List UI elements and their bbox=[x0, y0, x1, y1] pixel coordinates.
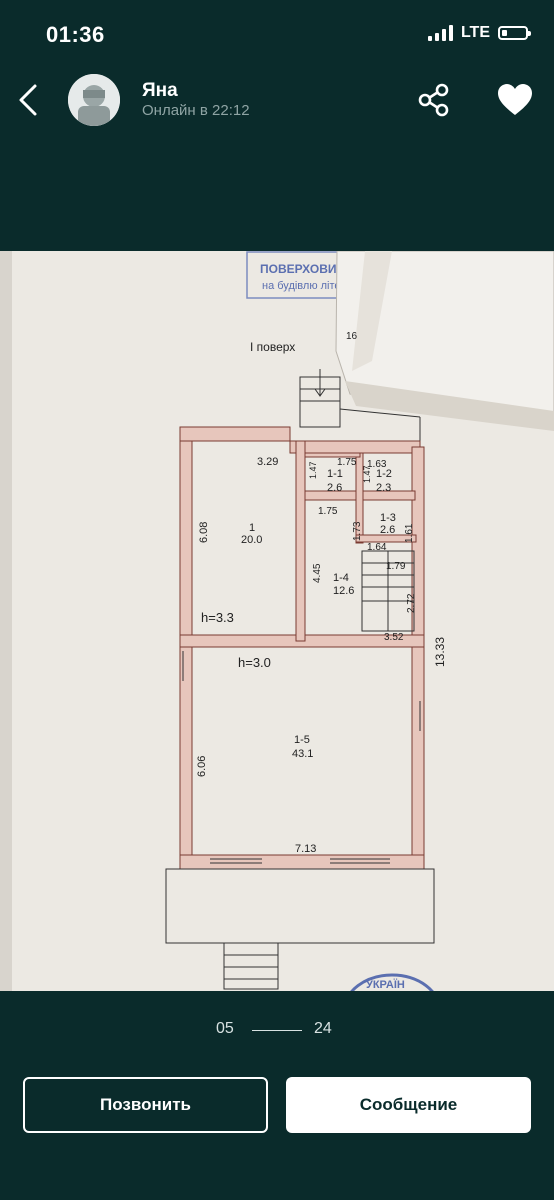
dim-1-61: 1.61 bbox=[404, 523, 415, 543]
favorite-button[interactable] bbox=[496, 82, 534, 118]
dim-1-73: 1.73 bbox=[352, 521, 363, 541]
dim-7-13: 7.13 bbox=[295, 843, 316, 855]
room-id-1-4: 1-4 bbox=[333, 572, 349, 584]
chevron-left-icon bbox=[19, 84, 37, 116]
height-1: h=3.3 bbox=[201, 610, 234, 625]
dim-4-45: 4.45 bbox=[312, 563, 323, 583]
dim-13-33: 13.33 bbox=[433, 637, 447, 667]
height-2: h=3.0 bbox=[238, 655, 271, 670]
stamp-text-1: ПОВЕРХОВИЙ bbox=[260, 261, 345, 276]
room-area-1-2: 2.3 bbox=[376, 482, 391, 494]
seller-name[interactable]: Яна bbox=[142, 80, 178, 101]
listing-photo[interactable]: ПОВЕРХОВИЙ на будівлю літер 16 I поверх bbox=[0, 251, 554, 991]
dim-2-72: 2.72 bbox=[406, 593, 417, 613]
dim-1-63: 1.63 bbox=[367, 459, 387, 470]
room-id-1-1: 1-1 bbox=[327, 468, 343, 480]
dim-3-29: 3.29 bbox=[257, 456, 278, 468]
photo-pager: 05 24 bbox=[0, 1020, 554, 1044]
dim-1-64: 1.64 bbox=[367, 542, 387, 553]
room-id-1-2: 1-2 bbox=[376, 468, 392, 480]
stamp-number: 16 bbox=[346, 331, 358, 342]
room-id-1-3: 1-3 bbox=[380, 512, 396, 524]
call-button[interactable]: Позвонить bbox=[23, 1077, 268, 1133]
pager-total: 24 bbox=[314, 1020, 332, 1037]
status-indicators: LTE bbox=[427, 24, 531, 42]
floor-plan-image: ПОВЕРХОВИЙ на будівлю літер 16 I поверх bbox=[0, 251, 554, 991]
room-area-1-5: 43.1 bbox=[292, 748, 313, 760]
share-button[interactable] bbox=[416, 82, 452, 118]
room-area-1-3: 2.6 bbox=[380, 524, 395, 536]
status-bar: 01:36 LTE bbox=[0, 0, 554, 70]
floor-label: I поверх bbox=[250, 340, 295, 354]
room-id-1: 1 bbox=[249, 522, 255, 534]
seller-avatar[interactable] bbox=[68, 74, 120, 126]
listing-header: Яна Онлайн в 22:12 bbox=[0, 70, 554, 130]
battery-icon bbox=[498, 26, 531, 40]
back-button[interactable] bbox=[8, 76, 48, 124]
stamp-text-2: на будівлю літер bbox=[262, 280, 347, 292]
message-button[interactable]: Сообщение bbox=[286, 1077, 531, 1133]
avatar-image bbox=[68, 74, 120, 126]
room-id-1-5: 1-5 bbox=[294, 734, 310, 746]
pager-divider bbox=[252, 1030, 302, 1031]
dim-1-79: 1.79 bbox=[386, 561, 406, 572]
room-area-1-1: 2.6 bbox=[327, 482, 342, 494]
room-area-1: 20.0 bbox=[241, 534, 262, 546]
share-icon bbox=[418, 83, 449, 117]
dim-1-75-a: 1.75 bbox=[337, 457, 357, 468]
stamp-bottom-text: УКРАЇН bbox=[366, 978, 405, 991]
last-seen-status: Онлайн в 22:12 bbox=[142, 102, 250, 119]
pager-current: 05 bbox=[216, 1020, 234, 1037]
dim-6-08: 6.08 bbox=[198, 522, 210, 543]
status-time: 01:36 bbox=[46, 22, 105, 47]
heart-icon bbox=[498, 84, 532, 115]
dim-1-47-b: 1.47 bbox=[362, 465, 372, 483]
room-area-1-4: 12.6 bbox=[333, 585, 354, 597]
dim-1-75-b: 1.75 bbox=[318, 506, 338, 517]
network-type: LTE bbox=[460, 24, 490, 41]
signal-icon bbox=[427, 25, 453, 41]
dim-6-06: 6.06 bbox=[196, 756, 208, 777]
dim-1-47-a: 1.47 bbox=[308, 461, 318, 479]
dim-3-52: 3.52 bbox=[384, 632, 404, 643]
